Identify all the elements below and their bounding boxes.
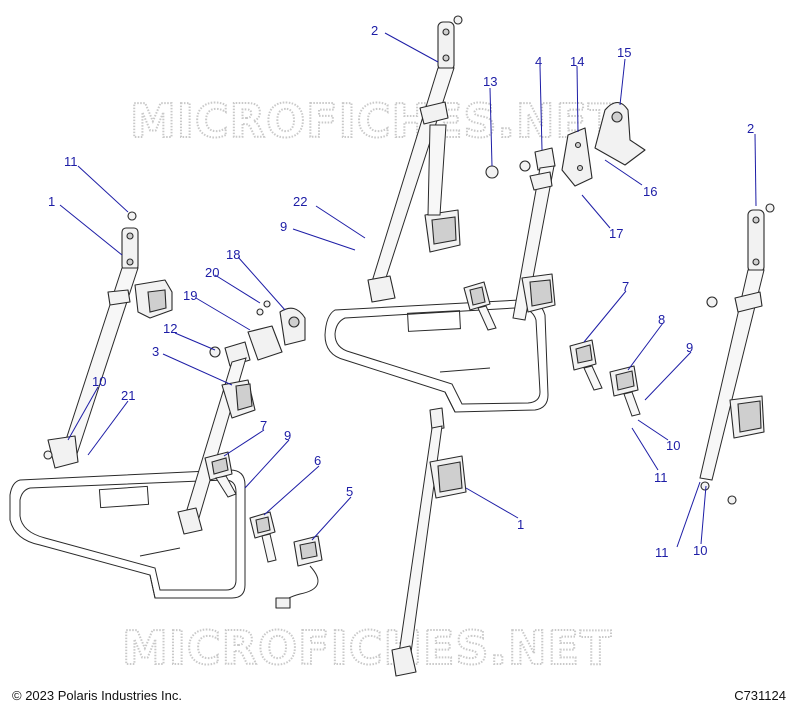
callout-11-bottom: 11 [655,545,669,560]
callout-17: 17 [609,226,623,241]
callout-2-right: 2 [747,121,754,136]
seat-belt-center-left [177,341,256,535]
buckle-8 [609,365,641,417]
callout-2-top: 2 [371,23,378,38]
callout-11-right: 11 [654,470,668,485]
watermark-bottom: MICROFICHES.NET [122,621,612,675]
callout-8: 8 [658,312,665,327]
callout-12: 12 [163,321,177,336]
callout-15: 15 [617,45,631,60]
callout-14: 14 [570,54,584,69]
buckle-6 [249,511,277,563]
callout-5: 5 [346,484,353,499]
callout-7-left: 7 [260,418,267,433]
plug-13 [485,165,499,179]
buckle-7-right [569,339,603,391]
seat-belt-rear-center [367,15,463,303]
leader-lines [59,32,757,548]
callout-22: 22 [293,194,307,209]
callout-4: 4 [535,54,542,69]
anchor-bracket [247,300,306,361]
callout-13: 13 [483,74,497,89]
seat-belt-rear-right [699,203,775,505]
callout-19: 19 [183,288,197,303]
callout-labels: 2 4 13 14 15 11 1 2 22 16 9 17 18 20 19 … [48,23,754,560]
seat-belt-left [43,211,173,469]
mounting-plate-14 [561,127,593,187]
callout-9-left: 9 [284,428,291,443]
callout-10-bottom: 10 [693,543,707,558]
watermark-top: MICROFICHES.NET [130,94,620,148]
buckle-rear-left [463,281,497,331]
callout-1-left: 1 [48,194,55,209]
callout-20: 20 [205,265,219,280]
diagram-id: C731124 [734,688,786,703]
buckle-5 [275,535,323,609]
callout-3: 3 [152,344,159,359]
callout-7-right: 7 [622,279,629,294]
callout-10-right: 10 [666,438,680,453]
seat-belt-4 [512,147,556,321]
seat-belt-floor [391,407,467,677]
callout-16: 16 [643,184,657,199]
buckle-7-left [204,451,237,498]
left-seat-frame [9,469,246,599]
callout-21: 21 [121,388,135,403]
callout-10-left: 10 [92,374,106,389]
mounting-plate-15 [594,101,646,166]
callout-1-bottom: 1 [517,517,524,532]
callout-9-top: 9 [280,219,287,234]
copyright-text: © 2023 Polaris Industries Inc. [12,688,182,703]
callout-11-top-left: 11 [64,154,78,169]
callout-18: 18 [226,247,240,262]
callout-6: 6 [314,453,321,468]
callout-9-right: 9 [686,340,693,355]
